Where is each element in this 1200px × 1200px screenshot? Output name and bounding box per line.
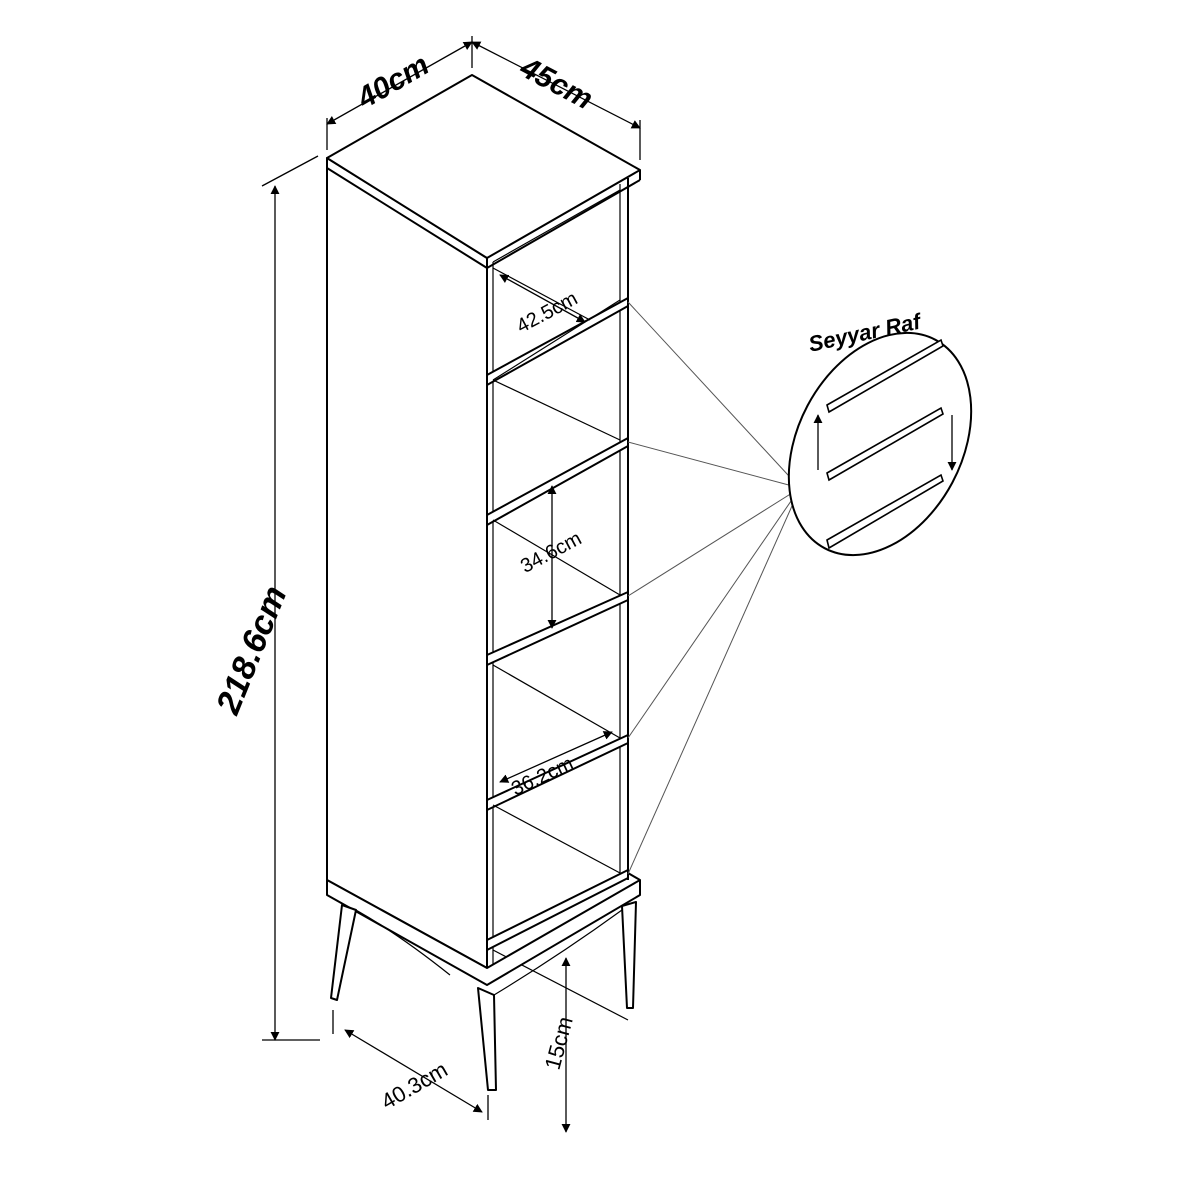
cabinet-body [326,74,641,969]
label-shelf-depth: 36.2cm [508,753,577,801]
cabinet-base [326,872,641,1091]
dim-shelf-depth: 36.2cm [499,731,613,801]
shelf-1 [486,297,629,386]
shelf-5 [486,869,629,951]
detail-shelf-top [826,338,944,414]
label-shelf-gap: 34.6cm [517,528,585,578]
detail-shelf-bottom [826,473,944,550]
shelf-2 [486,437,629,526]
leg-front-left [330,904,357,1001]
base-plinth [326,879,641,986]
side-panel [326,157,488,969]
dim-total-height: 218.6cm [209,155,320,1041]
shelf-3 [486,591,629,666]
label-base-width: 40.3cm [377,1057,452,1115]
dim-shelf-gap: 34.6cm [517,485,585,629]
detail-leader-lines [627,301,801,875]
label-total-height: 218.6cm [209,581,295,721]
detail-seyyar-raf: Seyyar Raf [787,308,973,557]
top-panel-edge [326,167,641,269]
detail-shelf-middle [826,406,944,482]
label-leg-height: 15cm [540,1014,578,1072]
leg-right [621,901,637,1009]
dim-base-width: 40.3cm [332,1010,489,1120]
leg-front [477,987,497,1091]
